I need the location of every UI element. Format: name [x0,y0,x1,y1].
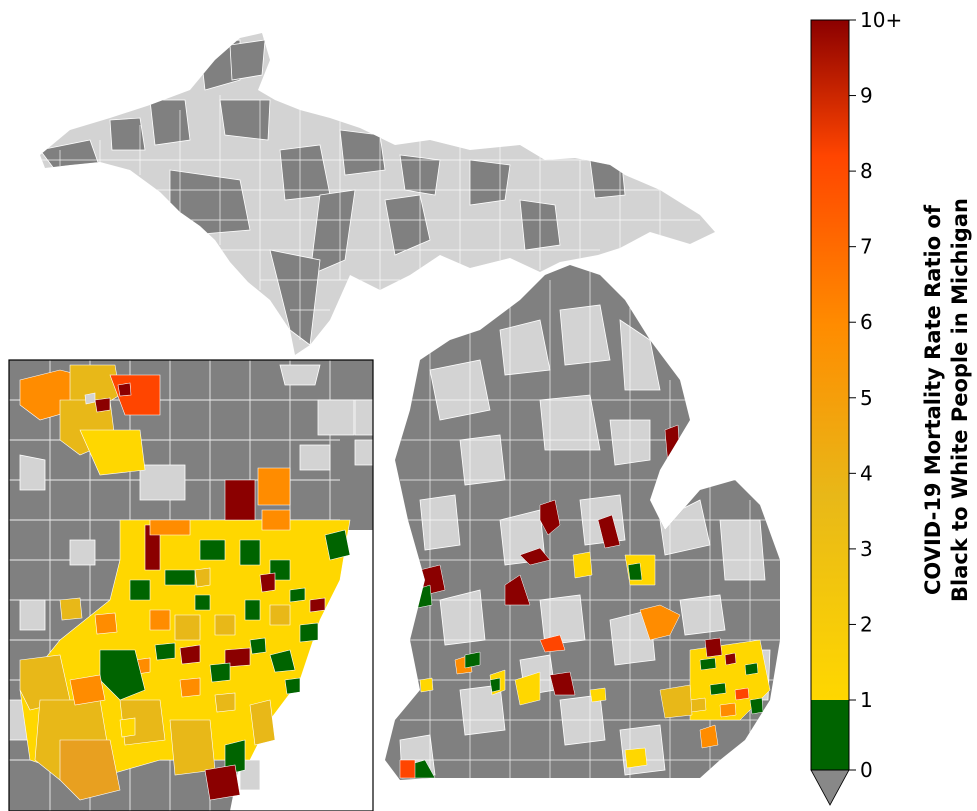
colorbar-tick-label: 3 [860,537,873,561]
colorbar-tick-label: 6 [860,310,873,334]
colorbar-ticks: 0 1 2 3 4 5 6 7 8 9 10+ [849,8,902,782]
colorbar-tick-label: 4 [860,461,873,485]
colorbar-tick-label: 2 [860,612,873,636]
colorbar-tick-label: 9 [860,84,873,108]
colorbar-title-line-2: Black to White People in Michigan [948,198,972,602]
colorbar-tick-label: 1 [860,688,873,712]
colorbar-outline [810,19,850,771]
inset-border [8,359,374,811]
colorbar-tick-label: 5 [860,386,873,410]
detroit-inset [8,359,374,811]
colorbar-tick-label: 10+ [860,8,902,32]
colorbar-tick-label: 8 [860,159,873,183]
colorbar-segment-high [811,20,849,700]
colorbar-title: COVID-19 Mortality Rate Ratio of Black t… [921,198,972,602]
lower-peninsula [385,265,780,780]
colorbar-tick-label: 7 [860,235,873,259]
colorbar-under-triangle [810,769,850,806]
colorbar-segment-low [811,700,849,770]
colorbar: 0 1 2 3 4 5 6 7 8 9 10+ COVID-19 Mortality Rate Ra… [810,8,972,806]
colorbar-tick-label: 0 [860,758,873,782]
colorbar-title-line-1: COVID-19 Mortality Rate Ratio of [921,204,945,595]
